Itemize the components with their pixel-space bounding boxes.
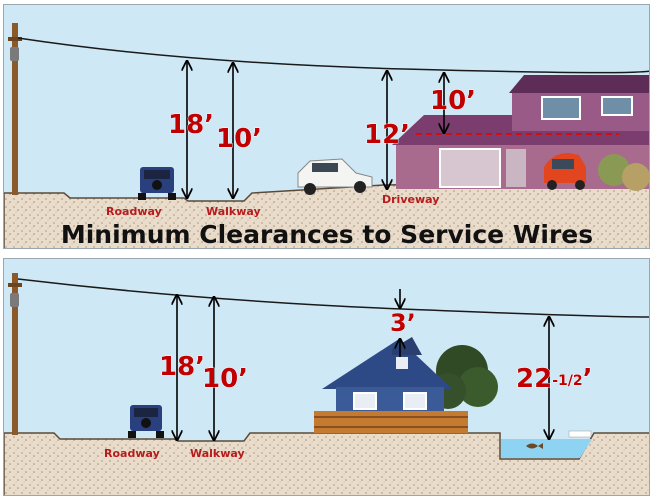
roadway-label: Roadway	[106, 205, 162, 218]
red-car	[544, 153, 586, 190]
utility-pole	[8, 273, 22, 435]
ground	[4, 432, 649, 495]
roadway-clearance-label: 18’	[168, 110, 214, 140]
bottom-diagram: 18’ 10’ 3’ 22-1/2’ Roadway Walkway	[4, 259, 649, 495]
utility-pole	[8, 23, 22, 195]
top-diagram: 18’ 10’ 12’ 10’ Roadway Walkway Driveway…	[4, 5, 649, 249]
pool-clearance-label: 22-1/2’	[516, 364, 592, 394]
driveway-label: Driveway	[382, 193, 439, 206]
fence	[314, 411, 468, 433]
walkway-clearance-label: 10’	[216, 124, 262, 154]
ground	[4, 180, 649, 248]
roof-clearance-label: 3’	[390, 309, 416, 337]
blue-jeep	[138, 167, 176, 200]
walkway-label: Walkway	[190, 447, 245, 460]
white-suv	[297, 158, 373, 195]
driveway-clearance-label: 12’	[364, 120, 410, 150]
roadway-clearance-label: 18’	[159, 352, 205, 382]
blue-jeep	[128, 405, 164, 438]
diagram-title: Minimum Clearances to Service Wires	[61, 220, 593, 249]
roof-clearance-label: 10’	[430, 86, 476, 116]
pool	[501, 430, 592, 458]
service-wire	[17, 278, 649, 318]
walkway-label: Walkway	[206, 205, 261, 218]
top-clearance-panel: 18’ 10’ 12’ 10’ Roadway Walkway Driveway…	[3, 4, 650, 249]
service-wire	[17, 37, 649, 74]
walkway-clearance-label: 10’	[202, 364, 248, 394]
roadway-label: Roadway	[104, 447, 160, 460]
shrubs	[598, 154, 649, 191]
bottom-clearance-panel: 18’ 10’ 3’ 22-1/2’ Roadway Walkway	[3, 258, 650, 496]
